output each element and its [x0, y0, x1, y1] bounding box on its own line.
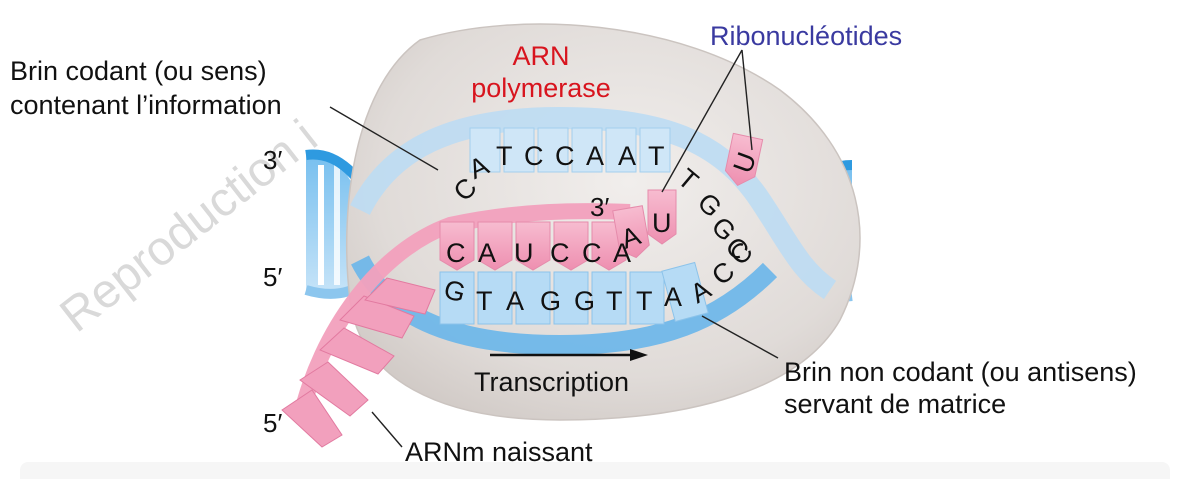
coding-base: A: [618, 141, 636, 171]
bottom-band: [20, 462, 1170, 479]
coding-base: C: [555, 141, 575, 171]
coding-strand-backbone: [350, 106, 837, 300]
coding-strand-label: Brin codant (ou sens) contenant l’inform…: [10, 56, 282, 120]
template-base: A: [506, 286, 524, 316]
template-base: T: [636, 286, 653, 316]
template-base: T: [476, 286, 493, 316]
template-base: G: [574, 286, 595, 316]
template-base: T: [606, 286, 623, 316]
ribonucleotides-label: Ribonucléotides: [710, 21, 903, 51]
leader-lines: [329, 49, 779, 448]
dna-5-prime-end: 5′: [263, 262, 283, 292]
mrna-tail: [281, 277, 436, 448]
rna-5-prime-end: 5′: [263, 408, 283, 438]
rna-polymerase-label: ARN polymerase: [471, 41, 611, 103]
coding-base: T: [496, 141, 513, 171]
rna-base: C: [446, 238, 466, 268]
transcription-arrow: [490, 349, 648, 361]
rna-base: U: [514, 238, 534, 268]
template-strand-label: Brin non codant (ou antisens) servant de…: [784, 357, 1137, 419]
transcription-label: Transcription: [474, 367, 630, 397]
rna-base: C: [582, 238, 602, 268]
rna-sequence: C A U C C A A U U: [446, 148, 762, 268]
coding-base-blocks: [469, 127, 671, 173]
template-base: A: [664, 282, 682, 312]
dna-3-prime-end: 3′: [263, 145, 283, 175]
coding-base: C: [524, 141, 544, 171]
rna-base: U: [652, 208, 672, 238]
rna-base: C: [550, 238, 570, 268]
rna-base: A: [613, 238, 631, 268]
coding-base: A: [586, 141, 604, 171]
rna-base: A: [478, 238, 496, 268]
rna-3-prime-end: 3′: [590, 192, 610, 222]
coding-base: T: [648, 141, 665, 171]
template-base: G: [540, 286, 561, 316]
rna-base-blocks: [439, 189, 677, 271]
free-ribonucleotide-shape: [724, 132, 764, 187]
template-base-blocks: [439, 261, 709, 325]
